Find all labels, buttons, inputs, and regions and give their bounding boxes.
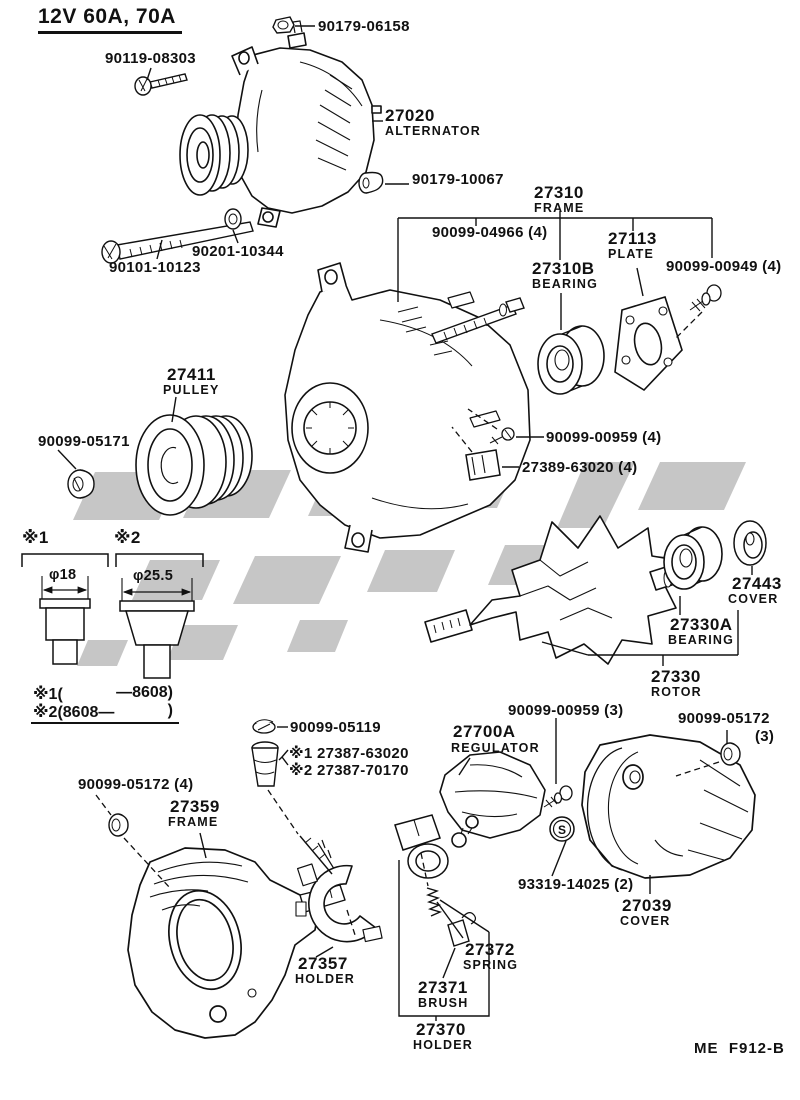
s-mark-letter: S <box>558 823 566 837</box>
part-number-rear-cover: 27039 <box>622 896 672 915</box>
leader-lines <box>57 25 753 1021</box>
assembly-dashed-lines <box>95 311 720 939</box>
part-name-brush: BRUSH <box>418 996 469 1010</box>
part-name-rotor: ROTOR <box>651 685 702 699</box>
regulator-drawing <box>439 751 546 848</box>
callout-27389-63020: 27389-63020 (4) <box>522 459 638 476</box>
alternator-drawing <box>179 20 382 228</box>
part-number-spring: 27372 <box>465 940 515 959</box>
part-number-pulley: 27411 <box>167 365 216 384</box>
insulator-27387-drawing <box>251 741 279 787</box>
dimension-dia25: φ25.5 <box>133 568 174 584</box>
callout-90201-10344: 90201-10344 <box>192 243 284 260</box>
callout-27387-70170: ※2 27387-70170 <box>289 762 409 779</box>
callout-90099-05172-4: 90099-05172 (4) <box>78 776 194 793</box>
mark-1-label: ※1 <box>22 528 49 547</box>
part-name-front-frame: FRAME <box>534 201 585 215</box>
callout-90099-00959-4: 90099-00959 (4) <box>546 429 662 446</box>
part-name-rear-bearing: BEARING <box>668 633 735 647</box>
part-name-alternator: ALTERNATOR <box>385 124 482 138</box>
plate-code: ME F912-B <box>694 1040 785 1057</box>
brush-holder-27370-drawing <box>394 814 449 879</box>
screw-90099-00959-3-drawing <box>543 785 573 808</box>
nut-90099-05171-drawing <box>67 469 95 499</box>
nut-90099-05172-3-drawing <box>720 742 741 766</box>
rear-bearing-drawing <box>663 526 723 590</box>
part-name-pulley: PULLEY <box>163 383 220 397</box>
connector-27389-drawing <box>465 449 501 481</box>
part-number-front-bearing: 27310B <box>532 259 595 278</box>
dimension-dia18: φ18 <box>49 567 77 583</box>
spacer-reference-drawings <box>21 553 204 679</box>
front-bearing-drawing <box>537 325 605 395</box>
rotor-drawing <box>424 515 695 665</box>
note1-value: —8608) <box>116 684 173 701</box>
callout-90099-05172-3: 90099-05172 <box>678 710 770 727</box>
screw-90099-00959-4-drawing <box>489 427 515 445</box>
part-number-rotor: 27330 <box>651 667 701 686</box>
callout-90101-10123: 90101-10123 <box>109 259 201 276</box>
spring-27372-drawing <box>425 887 443 917</box>
bolt-90119-08303-drawing <box>134 73 188 96</box>
part-name-spring: SPRING <box>463 958 519 972</box>
callout-90099-05171: 90099-05171 <box>38 433 130 450</box>
part-number-regulator: 27700A <box>453 722 516 741</box>
callout-27387-63020: ※1 27387-63020 <box>289 745 409 762</box>
part-number-alternator: 27020 <box>385 106 435 125</box>
nut-90179-06158-drawing <box>272 16 295 34</box>
application-note-2: ※2(8608—) <box>33 702 173 722</box>
part-name-holder-brush: HOLDER <box>413 1038 473 1052</box>
nut-90099-05172-4-drawing <box>108 813 129 837</box>
application-note-1: ※1( —8608) <box>33 684 173 704</box>
part-name-rear-frame: FRAME <box>168 815 219 829</box>
bolt-90099-00949-drawing <box>689 284 722 312</box>
callout-93319-14025: 93319-14025 (2) <box>518 876 634 893</box>
small-cover-27443-drawing <box>733 520 767 566</box>
plate-27113-drawing <box>614 296 683 392</box>
pulley-drawing <box>135 414 253 516</box>
part-name-front-bearing: BEARING <box>532 277 599 291</box>
part-number-holder-brush: 27370 <box>416 1020 466 1039</box>
note-underline <box>31 722 179 724</box>
part-number-small-cover: 27443 <box>732 574 782 593</box>
page-title: 12V 60A, 70A <box>38 5 182 34</box>
rear-frame-drawing <box>127 847 346 1039</box>
cap-90099-05119-drawing <box>252 719 276 734</box>
callout-90099-04966: 90099-04966 (4) <box>432 224 548 241</box>
note2-value: ) <box>167 702 173 719</box>
callout-90099-00949: 90099-00949 (4) <box>666 258 782 275</box>
part-name-small-cover: COVER <box>728 592 779 606</box>
washer-90201-10344-drawing <box>224 208 242 230</box>
brush-holder-27357-drawing <box>295 839 383 943</box>
part-number-brush: 27371 <box>418 978 468 997</box>
part-number-rear-frame: 27359 <box>170 797 220 816</box>
part-number-front-frame: 27310 <box>534 183 584 202</box>
note1-prefix: ※1( <box>33 686 63 703</box>
bolt-90101-10123-drawing <box>101 221 254 264</box>
grommet-90179-10067-drawing <box>358 171 384 194</box>
callout-90179-10067: 90179-10067 <box>412 171 504 188</box>
mark-2-label: ※2 <box>114 528 141 547</box>
part-number-rear-bearing: 27330A <box>670 615 733 634</box>
rear-cover-drawing <box>581 734 756 879</box>
stud-90099-04966-drawing <box>431 297 525 344</box>
part-name-regulator: REGULATOR <box>451 741 540 755</box>
callout-90099-05172-3-qty: (3) <box>755 728 775 745</box>
note2-prefix: ※2(8608— <box>33 704 115 721</box>
part-name-plate: PLATE <box>608 247 655 261</box>
callout-90099-00959-3: 90099-00959 (3) <box>508 702 624 719</box>
part-number-plate: 27113 <box>608 229 657 248</box>
callout-90119-08303: 90119-08303 <box>105 50 196 67</box>
part-name-rear-cover: COVER <box>620 914 671 928</box>
s-washer-symbol: S <box>549 816 575 842</box>
callout-90099-05119: 90099-05119 <box>290 719 381 736</box>
callout-90179-06158: 90179-06158 <box>318 18 410 35</box>
part-name-holder-c: HOLDER <box>295 972 355 986</box>
part-number-holder-c: 27357 <box>298 954 348 973</box>
